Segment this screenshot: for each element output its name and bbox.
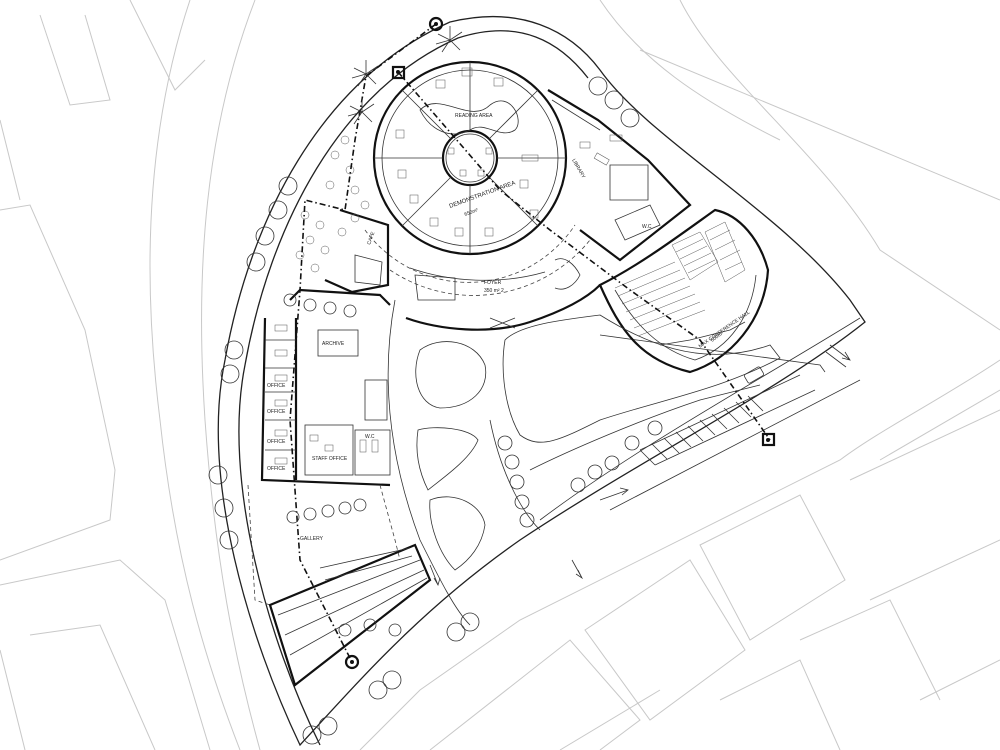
conference-hall: MAX CONFERENCE HALL 600m²: [598, 208, 770, 374]
office-3-label: OFFICE: [267, 439, 286, 445]
wc-label: W.C: [642, 224, 652, 230]
office-2-label: OFFICE: [267, 409, 286, 415]
section-line: [289, 23, 771, 663]
staff-wc-label: W.C: [365, 434, 375, 440]
reading-area-label: READING AREA: [455, 113, 493, 119]
cafe-tables: [295, 135, 370, 273]
cafe-label: CAFE: [366, 230, 376, 245]
office-1-label: OFFICE: [267, 383, 286, 389]
library-label: LIBRARY: [570, 158, 586, 180]
conference-hall-label: MAX CONFERENCE HALL: [698, 310, 752, 350]
palm-icon: [347, 26, 463, 125]
foyer: FOYER 350 m² 2: [405, 258, 601, 331]
staff-office-label: STAFF OFFICE: [312, 456, 348, 462]
archive-label: ARCHIVE: [322, 341, 345, 347]
courtyard: [387, 299, 781, 626]
parking-stalls: [609, 374, 861, 511]
gallery: GALLERY: [247, 484, 432, 687]
gallery-label: GALLERY: [300, 536, 324, 542]
foyer-size: 350 m² 2: [484, 288, 504, 294]
traffic-arrows: [429, 344, 851, 587]
demonstration-area-size: 650m²: [464, 207, 480, 218]
seating-block-right: [671, 221, 746, 283]
site-boundary: [217, 15, 866, 747]
car-icon: [744, 366, 764, 384]
section-marker-icon: [344, 16, 776, 670]
office-4-label: OFFICE: [267, 466, 286, 472]
demonstration-block: READING AREA DEMONSTRATION AREA 650m²: [364, 60, 591, 296]
seating-block-left: [614, 261, 706, 337]
cafe: CAFE: [295, 135, 390, 294]
office-wing: ARCHIVE STAFF OFFICE W.C OFFICE OFFICE O…: [260, 288, 391, 487]
library-block: LIBRARY W.C: [547, 89, 692, 262]
foyer-label: FOYER: [484, 280, 502, 286]
tree-icon: [208, 76, 663, 745]
